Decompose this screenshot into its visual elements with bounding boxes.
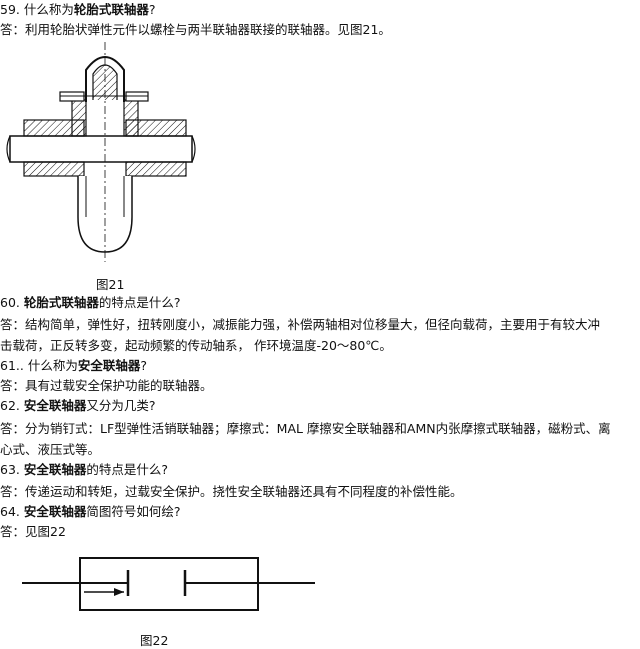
answer-64: 答：见图22 — [0, 524, 66, 539]
answer-62: 答：分为销钉式：LF型弹性活销联轴器；摩擦式：MAL 摩擦安全联轴器和AMN内张… — [0, 421, 611, 457]
figure-21-caption: 图21 — [96, 277, 125, 292]
question-61: 61.. 什么称为安全联轴器? — [0, 358, 148, 373]
figure-22-safety-coupling-symbol — [22, 557, 315, 611]
question-64: 64. 安全联轴器简图符号如何绘? — [0, 504, 181, 519]
question-63: 63. 安全联轴器的特点是什么? — [0, 462, 169, 477]
question-59: 59. 什么称为轮胎式联轴器? — [0, 2, 156, 17]
answer-63: 答：传递运动和转矩，过载安全保护。挠性安全联轴器还具有不同程度的补偿性能。 — [0, 484, 463, 499]
figure-22-caption: 图22 — [140, 633, 169, 648]
answer-59: 答：利用轮胎状弹性元件以螺栓与两半联轴器联接的联轴器。见图21。 — [0, 22, 391, 37]
question-60: 60. 轮胎式联轴器的特点是什么? — [0, 295, 181, 310]
figure-21-tire-coupling — [6, 42, 196, 262]
answer-60: 答：结构简单，弹性好，扭转刚度小，减振能力强，补偿两轴相对位移量大，但径向载荷，… — [0, 317, 601, 353]
question-62: 62. 安全联轴器又分为几类? — [0, 398, 156, 413]
answer-61: 答：具有过载安全保护功能的联轴器。 — [0, 378, 213, 393]
